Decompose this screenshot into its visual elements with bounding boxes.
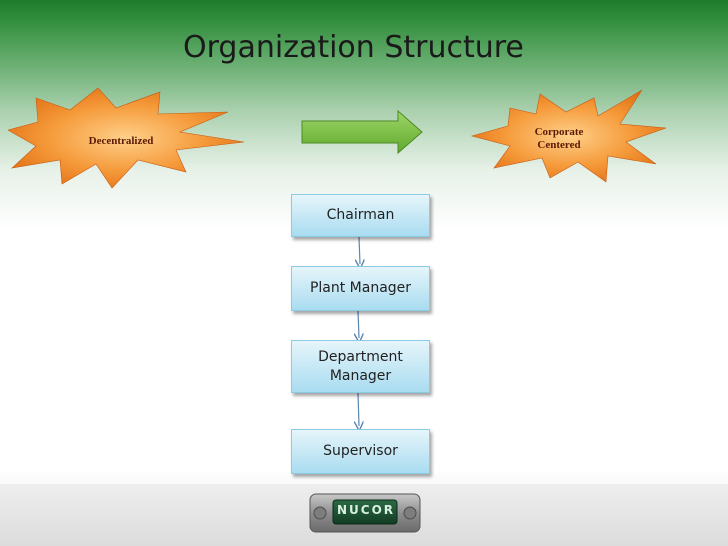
node-department-manager-label-line2: Manager (329, 367, 392, 384)
decentralized-label: Decentralized (88, 135, 154, 147)
node-plant-manager-label: Plant Manager (309, 280, 412, 296)
nucor-logo (306, 490, 424, 540)
node-chairman-label: Chairman (326, 207, 395, 223)
connector-department-supervisor (358, 392, 359, 426)
node-supervisor: Supervisor (291, 429, 430, 474)
corporate-centered-starburst (470, 86, 670, 186)
node-chairman: Chairman (291, 194, 430, 237)
corporate-label-line1: Corporate (534, 126, 584, 138)
nucor-logo-text: NUCOR (336, 503, 396, 517)
node-department-manager: Department Manager (291, 340, 430, 393)
node-supervisor-label: Supervisor (323, 443, 398, 459)
corporate-centered-label: Corporate Centered (510, 126, 608, 152)
slide-title: Organization Structure (183, 30, 524, 65)
transition-arrow (300, 109, 424, 160)
corporate-label-line2: Centered (537, 139, 581, 151)
node-department-manager-label-line1: Department (318, 348, 403, 365)
connector-chairman-plant (359, 236, 360, 264)
decentralized-starburst (8, 80, 248, 195)
node-plant-manager: Plant Manager (291, 266, 430, 311)
connector-plant-department (358, 310, 359, 338)
